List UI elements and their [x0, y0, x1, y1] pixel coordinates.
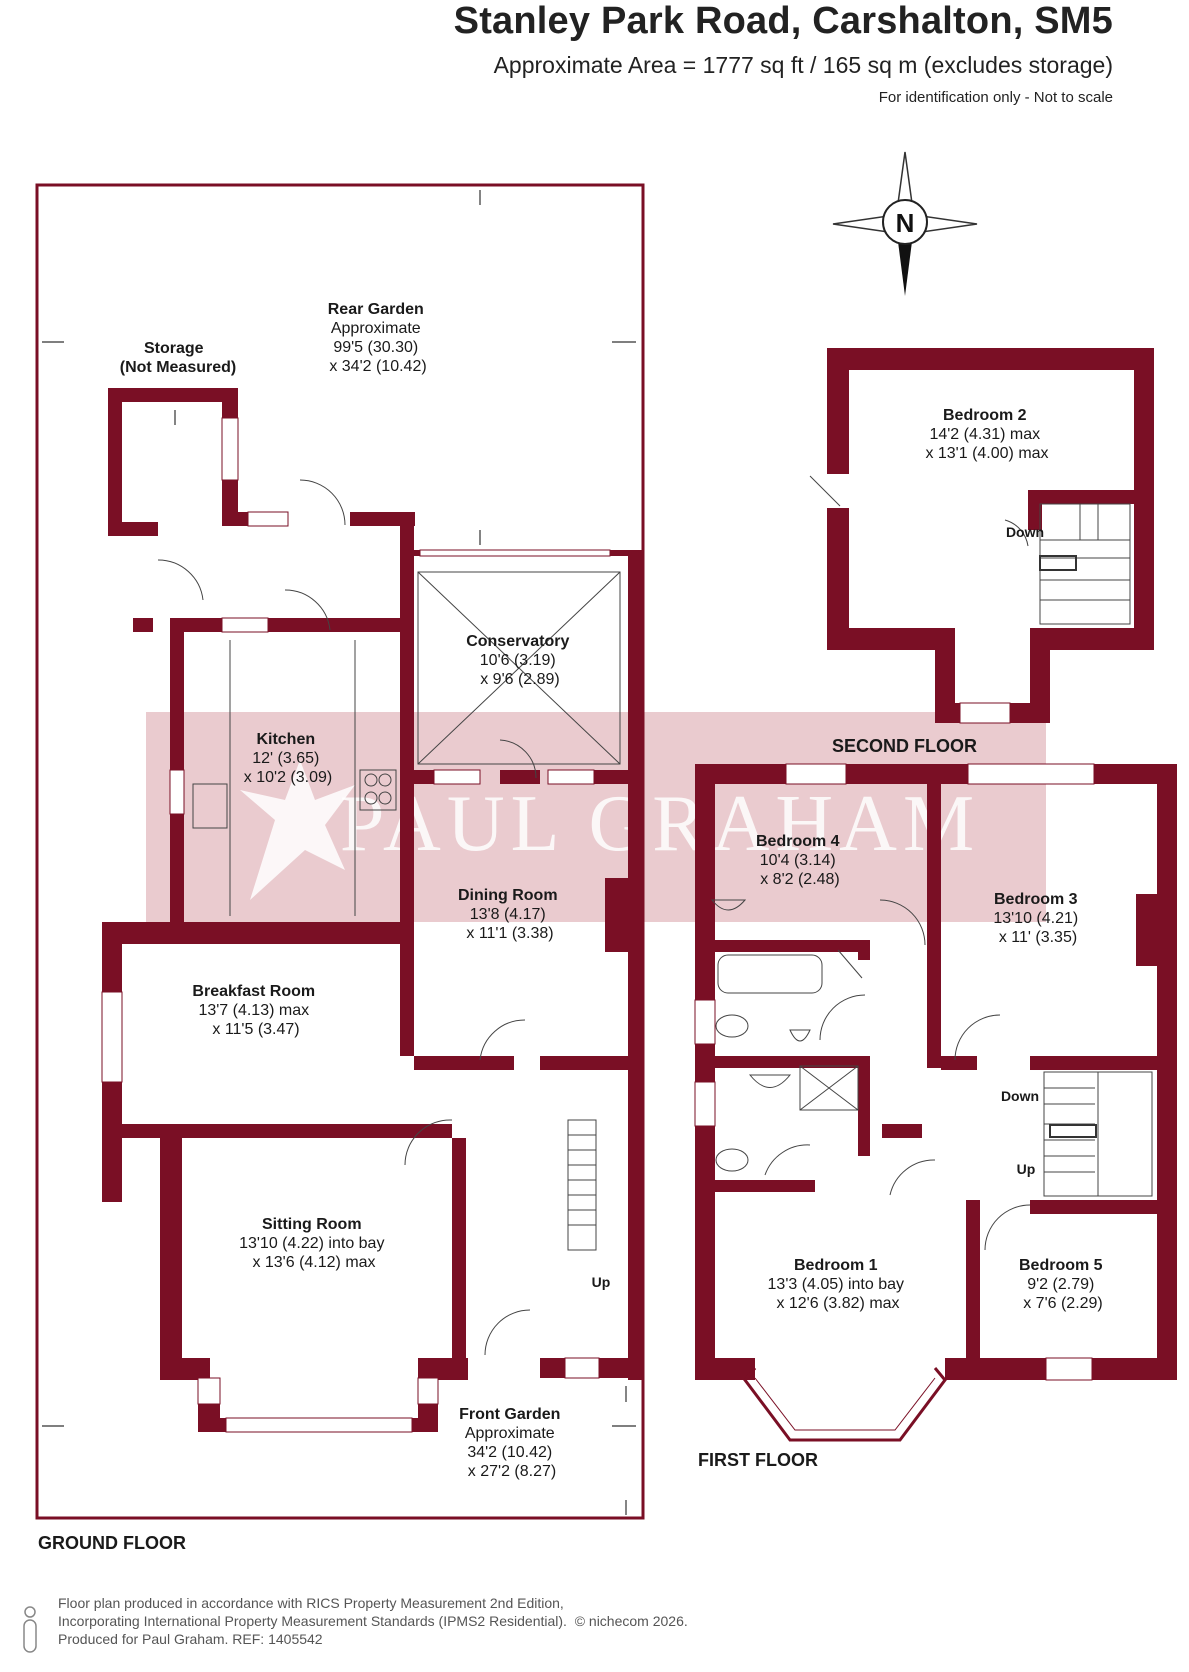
bedroom4-label: Bedroom 4 10'4 (3.14) x 8'2 (2.48) — [756, 833, 844, 888]
ground-staircase — [567, 1119, 597, 1251]
first-stairs-up-label: Up — [1017, 1161, 1036, 1177]
conservatory-label: Conservatory 10'6 (3.19) x 9'6 (2.89) — [466, 633, 574, 688]
ground-windows — [101, 417, 611, 1433]
bedroom1-bay-window — [743, 1367, 947, 1442]
watermark: PAUL GRAHAM — [146, 712, 1046, 922]
second-floor-doors — [809, 475, 1029, 547]
scale-disclaimer: For identification only - Not to scale — [878, 89, 1113, 106]
sitting-room-label: Sitting Room 13'10 (4.22) into bay x 13'… — [239, 1216, 389, 1271]
second-floor-plan: Bedroom 2 14'2 (4.31) max x 13'1 (4.00) … — [809, 348, 1154, 756]
bedroom5-label: Bedroom 5 9'2 (2.79) x 7'6 (2.29) — [1019, 1257, 1107, 1312]
bathroom-fixtures — [710, 899, 863, 1172]
copyright: © nichecom 2026. — [574, 1613, 688, 1629]
compass-icon: N — [832, 151, 978, 296]
kitchen-label: Kitchen 12' (3.65) x 10'2 (3.09) — [244, 731, 332, 786]
watermark-text: PAUL GRAHAM — [340, 780, 980, 868]
front-garden-label: Front Garden Approximate 34'2 (10.42) x … — [459, 1406, 565, 1480]
footer-line-2-text: Incorporating International Property Mea… — [58, 1613, 567, 1629]
second-floor-windows — [959, 702, 1011, 724]
second-floor-staircase — [1039, 503, 1131, 625]
second-stairs-down-label: Down — [1006, 524, 1044, 540]
ground-stairs-up-label: Up — [592, 1274, 611, 1290]
first-floor-doors — [764, 899, 1031, 1251]
dining-room-label: Dining Room 13'8 (4.17) x 11'1 (3.38) — [458, 887, 562, 942]
footer-line-2: Incorporating International Property Mea… — [58, 1612, 688, 1630]
breakfast-room-label: Breakfast Room 13'7 (4.13) max x 11'5 (3… — [192, 983, 319, 1038]
footer-line-3: Produced for Paul Graham. REF: 1405542 — [58, 1631, 323, 1647]
approximate-area: Approximate Area = 1777 sq ft / 165 sq m… — [493, 52, 1113, 78]
plot-boundary — [35, 183, 645, 1520]
second-floor-walls — [827, 348, 1154, 723]
first-stairs-down-label: Down — [1001, 1088, 1039, 1104]
footer-line-1: Floor plan produced in accordance with R… — [58, 1595, 564, 1611]
footer: Floor plan produced in accordance with R… — [58, 1594, 688, 1648]
first-floor-label: FIRST FLOOR — [698, 1450, 818, 1470]
kitchen-fittings — [192, 640, 397, 916]
first-floor-staircase — [1043, 1071, 1153, 1197]
property-title: Stanley Park Road, Carshalton, SM5 — [453, 0, 1113, 42]
ground-floor-plan: Rear Garden Approximate 99'5 (30.30) x 3… — [35, 183, 645, 1553]
first-floor-plan: Bedroom 4 10'4 (3.14) x 8'2 (2.48) Bedro… — [694, 763, 1177, 1470]
ground-floor-label: GROUND FLOOR — [38, 1533, 186, 1553]
storage-label: Storage (Not Measured) — [120, 340, 236, 376]
ground-walls — [102, 388, 644, 1432]
conservatory-roof-lines — [417, 571, 621, 765]
bedroom3-label: Bedroom 3 13'10 (4.21) x 11' (3.35) — [993, 891, 1082, 946]
bedroom2-label: Bedroom 2 14'2 (4.31) max x 13'1 (4.00) … — [925, 407, 1048, 462]
first-floor-windows — [694, 763, 1095, 1381]
bedroom1-label: Bedroom 1 13'3 (4.05) into bay x 12'6 (3… — [768, 1257, 909, 1312]
dimension-arrows — [42, 190, 636, 1515]
leaf-logo-icon — [240, 760, 355, 900]
ground-doors — [157, 479, 537, 1356]
info-person-icon — [23, 1606, 37, 1653]
rear-garden-label: Rear Garden Approximate 99'5 (30.30) x 3… — [328, 301, 429, 375]
compass-letter: N — [896, 208, 915, 238]
second-floor-label: SECOND FLOOR — [832, 736, 977, 756]
